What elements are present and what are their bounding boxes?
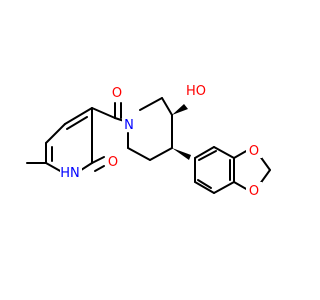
bond <box>45 123 66 144</box>
bond <box>139 97 163 111</box>
piperidine-ring <box>127 97 191 161</box>
bond-to-lactam-o-double <box>94 165 105 172</box>
molecule-diagram: O HO N HN O O O <box>26 82 271 199</box>
bond <box>194 181 215 194</box>
lactam-o-label: O <box>108 155 118 170</box>
wedge-bond-aryl <box>172 148 191 160</box>
dioxole-o2-label: O <box>249 184 259 199</box>
dioxole-o1-label: O <box>249 144 259 159</box>
label-pad <box>109 84 125 100</box>
bond <box>213 146 235 159</box>
label-pad <box>105 153 121 169</box>
bond-double-inner <box>66 116 88 130</box>
label-pad <box>246 142 262 158</box>
bond-to-lactam-o <box>91 156 105 164</box>
label-pad <box>60 164 82 180</box>
pyridinone-ring <box>26 107 105 173</box>
bond-double-inner <box>198 150 217 161</box>
bond <box>213 181 235 194</box>
bond-to-o <box>233 181 249 191</box>
bond-to-o <box>233 149 249 159</box>
label-pad <box>246 182 262 198</box>
label-pad <box>183 82 209 98</box>
bond-double-inner <box>197 179 212 189</box>
hydroxyl-label: HO <box>186 84 206 99</box>
ring-nh-label: HN <box>60 166 80 181</box>
bond <box>64 107 93 125</box>
structure-canvas: O HO N HN O O O <box>26 82 271 199</box>
bond <box>149 147 173 161</box>
bond <box>91 107 116 119</box>
wedge-bond-oh <box>172 104 188 115</box>
bond <box>161 97 173 116</box>
bond <box>45 162 63 173</box>
piperidine-n-label: N <box>124 118 134 133</box>
bond <box>194 146 215 159</box>
benzodioxole <box>194 146 271 194</box>
bond <box>127 147 151 161</box>
label-pad <box>122 116 136 132</box>
atom-labels: O HO N HN O O O <box>60 82 262 199</box>
carbonyl-o-label: O <box>112 86 122 101</box>
